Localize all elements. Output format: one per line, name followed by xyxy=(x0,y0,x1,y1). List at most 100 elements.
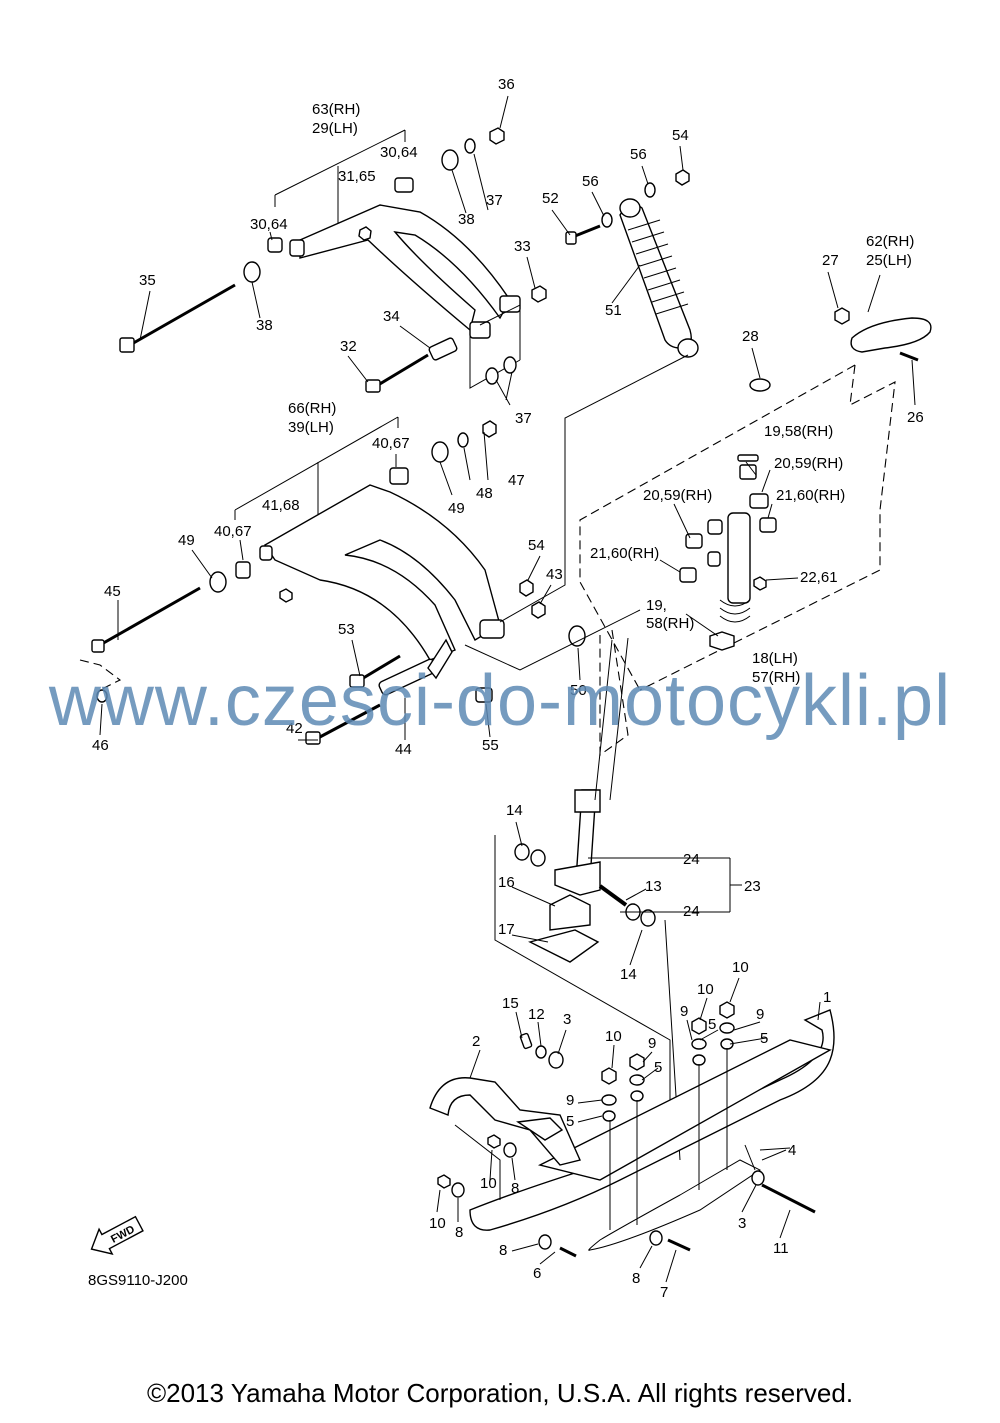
label-1: 1 xyxy=(823,989,831,1006)
label-52: 52 xyxy=(542,190,559,207)
label-55: 55 xyxy=(482,737,499,754)
label-66rh: 66(RH) xyxy=(288,400,336,417)
label-38-a: 38 xyxy=(458,211,475,228)
label-45: 45 xyxy=(104,583,121,600)
label-41-68: 41,68 xyxy=(262,497,300,514)
label-35: 35 xyxy=(139,272,156,289)
label-49-b: 49 xyxy=(178,532,195,549)
label-10-c: 10 xyxy=(605,1028,622,1045)
label-10-b: 10 xyxy=(697,981,714,998)
label-5-d: 5 xyxy=(566,1113,574,1130)
label-37-b: 37 xyxy=(515,410,532,427)
label-25lh: 25(LH) xyxy=(866,252,912,269)
label-13: 13 xyxy=(645,878,662,895)
label-57rh: 57(RH) xyxy=(752,669,800,686)
stud-stack-3 xyxy=(691,1017,707,1066)
label-10-e: 10 xyxy=(429,1215,446,1232)
stud-stack-1 xyxy=(601,1067,617,1122)
label-48: 48 xyxy=(476,485,493,502)
label-9-b: 9 xyxy=(756,1006,764,1023)
label-22-61: 22,61 xyxy=(800,569,838,586)
label-5-a: 5 xyxy=(708,1016,716,1033)
callout-labels: 36 63(RH) 29(LH) 30,64 31,65 54 56 56 52… xyxy=(92,76,924,1301)
label-19-b: 19, xyxy=(646,597,667,614)
label-30-64-b: 30,64 xyxy=(250,216,288,233)
label-21-60rh-a: 21,60(RH) xyxy=(776,487,845,504)
label-20-59rh-a: 20,59(RH) xyxy=(774,455,843,472)
label-15: 15 xyxy=(502,995,519,1012)
upper-arm xyxy=(299,204,511,332)
label-40-67-b: 40,67 xyxy=(214,523,252,540)
label-26: 26 xyxy=(907,409,924,426)
label-24-a: 24 xyxy=(683,851,700,868)
ski xyxy=(429,1001,835,1258)
label-44: 44 xyxy=(395,741,412,758)
stud-stack-4 xyxy=(719,1001,735,1050)
label-12: 12 xyxy=(528,1006,545,1023)
label-53: 53 xyxy=(338,621,355,638)
label-30-64-a: 30,64 xyxy=(380,144,418,161)
leader-lines xyxy=(99,95,916,1283)
label-63rh: 63(RH) xyxy=(312,101,360,118)
label-40-67-a: 40,67 xyxy=(372,435,410,452)
label-16: 16 xyxy=(498,874,515,891)
label-51: 51 xyxy=(605,302,622,319)
label-56-a: 56 xyxy=(630,146,647,163)
label-37-a: 37 xyxy=(486,192,503,209)
label-38-b: 38 xyxy=(256,317,273,334)
label-4: 4 xyxy=(788,1142,796,1159)
diagram-code: 8GS9110-J200 xyxy=(88,1272,188,1289)
label-24-b: 24 xyxy=(683,903,700,920)
label-42: 42 xyxy=(286,720,303,737)
label-9-c: 9 xyxy=(648,1035,656,1052)
label-20-59rh-b: 20,59(RH) xyxy=(643,487,712,504)
label-3-a: 3 xyxy=(563,1011,571,1028)
label-47: 47 xyxy=(508,472,525,489)
label-58rh-b: 58(RH) xyxy=(646,615,694,632)
label-6: 6 xyxy=(533,1265,541,1282)
label-29lh: 29(LH) xyxy=(312,120,358,137)
label-18lh: 18(LH) xyxy=(752,650,798,667)
label-50: 50 xyxy=(570,682,587,699)
label-5-c: 5 xyxy=(654,1059,662,1076)
label-9-d: 9 xyxy=(566,1092,574,1109)
label-10-d: 10 xyxy=(480,1175,497,1192)
label-17: 17 xyxy=(498,921,515,938)
shock-absorber xyxy=(619,198,699,358)
upper-arm-group xyxy=(119,127,690,393)
label-8-d: 8 xyxy=(632,1270,640,1287)
label-49-a: 49 xyxy=(448,500,465,517)
copyright-notice: ©2013 Yamaha Motor Corporation, U.S.A. A… xyxy=(146,1378,854,1408)
watermark: www.czesci-do-motocykli.pl xyxy=(48,661,952,741)
label-8-c: 8 xyxy=(499,1242,507,1259)
label-8-b: 8 xyxy=(455,1224,463,1241)
lower-arm-group xyxy=(79,354,689,745)
label-8-a: 8 xyxy=(511,1180,519,1197)
spindle-housing xyxy=(679,378,777,651)
label-33: 33 xyxy=(514,238,531,255)
label-27: 27 xyxy=(822,252,839,269)
label-34: 34 xyxy=(383,308,400,325)
label-3-b: 3 xyxy=(738,1215,746,1232)
fwd-label: FWD xyxy=(109,1223,137,1245)
label-43: 43 xyxy=(546,566,563,583)
label-54-a: 54 xyxy=(672,127,689,144)
label-31-65: 31,65 xyxy=(338,168,376,185)
label-14-a: 14 xyxy=(506,802,523,819)
label-2: 2 xyxy=(472,1033,480,1050)
label-11: 11 xyxy=(773,1240,789,1257)
fwd-arrow: FWD xyxy=(90,1215,144,1255)
label-36: 36 xyxy=(498,76,515,93)
label-21-60rh-b: 21,60(RH) xyxy=(590,545,659,562)
label-54-b: 54 xyxy=(528,537,545,554)
label-19-58rh-a: 19,58(RH) xyxy=(764,423,833,440)
label-46: 46 xyxy=(92,737,109,754)
label-56-b: 56 xyxy=(582,173,599,190)
label-32: 32 xyxy=(340,338,357,355)
label-10-a: 10 xyxy=(732,959,749,976)
label-23: 23 xyxy=(744,878,761,895)
bracket-rh xyxy=(579,307,932,691)
label-28: 28 xyxy=(742,328,759,345)
label-62rh: 62(RH) xyxy=(866,233,914,250)
